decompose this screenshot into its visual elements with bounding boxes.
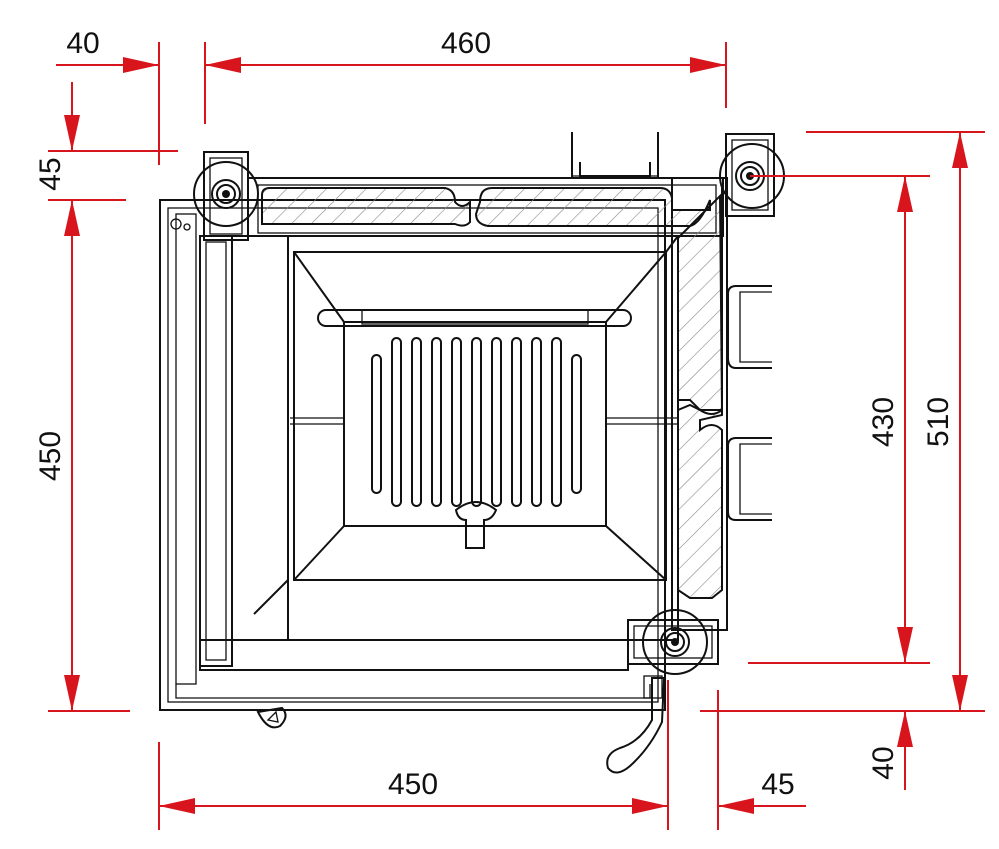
firebox-corner-bl <box>293 525 345 581</box>
foot-top-left <box>193 151 259 241</box>
firebox-corner-tl <box>293 251 345 323</box>
insulation-right-upper <box>677 193 724 411</box>
right-bracket-upper <box>727 285 772 369</box>
firebox-corner-tr <box>605 251 667 323</box>
door-frame-bottom <box>175 684 651 699</box>
dim-label-right-510: 510 <box>922 397 955 447</box>
right-band <box>671 177 728 631</box>
dim-label-bottom-45: 45 <box>761 768 794 801</box>
left-wall <box>199 235 233 667</box>
door-frame-left <box>175 213 197 685</box>
inner-left-panel <box>231 235 289 641</box>
dimension-labels: 40 460 45 450 430 510 40 450 45 <box>34 27 955 801</box>
door-latch <box>256 706 287 729</box>
right-bracket-lower <box>727 437 772 521</box>
dim-label-top-460: 460 <box>441 27 491 60</box>
left-wall-inner <box>205 241 227 661</box>
firebox-corner-outer-bl <box>253 579 289 615</box>
right-bracket-upper-inner <box>739 291 772 363</box>
dim-label-left-450: 450 <box>34 431 67 481</box>
dim-label-left-45: 45 <box>34 157 67 190</box>
stove-body <box>159 132 785 774</box>
firebox-corner-outer-tr <box>665 235 679 253</box>
grate-slots <box>371 337 582 507</box>
grate-top-bar-inner <box>361 309 589 325</box>
door-handle <box>606 677 666 774</box>
foot-bottom-right <box>627 609 719 675</box>
firebox-inner <box>293 251 667 581</box>
dim-label-top-40: 40 <box>66 27 99 60</box>
firebox-outer <box>287 235 679 641</box>
flue-stub <box>571 132 659 178</box>
dim-label-right-40: 40 <box>867 746 900 779</box>
insulation-right <box>677 188 723 599</box>
dim-label-right-430: 430 <box>867 397 900 447</box>
firebox-corner-br <box>605 525 667 581</box>
firebox-floor <box>343 321 607 527</box>
insulation-top-right <box>474 187 711 227</box>
right-bracket-lower-inner <box>739 443 772 515</box>
dimension-lines <box>48 42 985 830</box>
grate-handle <box>454 501 498 549</box>
bottom-wall <box>199 639 629 671</box>
dim-label-bottom-450: 450 <box>388 768 438 801</box>
insulation-top-left <box>261 187 471 227</box>
